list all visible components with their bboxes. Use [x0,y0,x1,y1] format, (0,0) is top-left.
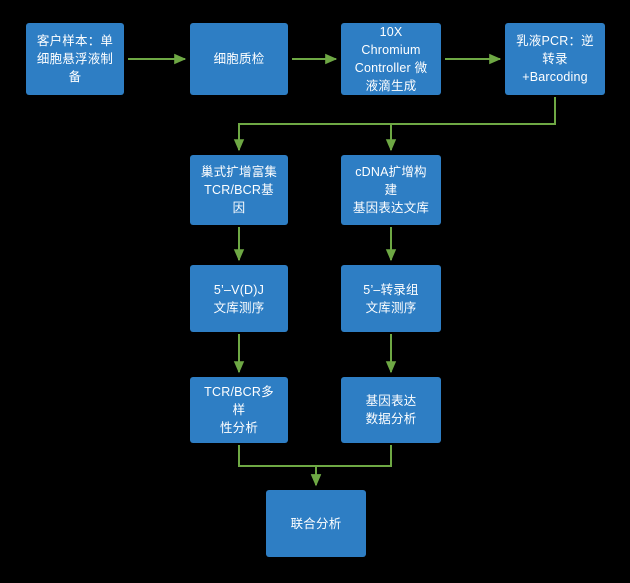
flow-node-label: cDNA扩增构建 基因表达文库 [352,165,430,215]
flow-node-n10[interactable]: 基因表达 数据分析 [341,377,441,443]
flow-node-label: 乳液PCR：逆 转录 +Barcoding [516,34,594,84]
flow-edge-n9-to-n11 [238,445,322,487]
flow-node-label: 客户样本：单 细胞悬浮液制 备 [36,34,114,84]
flow-edge-n4-to-n5 [233,97,556,152]
flow-node-n8[interactable]: 5’–转录组 文库测序 [341,265,441,332]
flow-node-n11[interactable]: 联合分析 [266,490,366,557]
flow-node-label: 联合分析 [290,516,342,531]
flow-node-label: 基因表达 数据分析 [365,394,417,426]
flow-node-n9[interactable]: TCR/BCR多样 性分析 [190,377,288,443]
flow-node-n2[interactable]: 细胞质检 [190,23,288,95]
flow-node-label: 细胞质检 [213,52,265,66]
flow-node-n3[interactable]: 10X Chromium Controller 微 液滴生成 [341,23,441,95]
flow-node-label: TCR/BCR多样 性分析 [204,385,274,435]
flow-node-n4[interactable]: 乳液PCR：逆 转录 +Barcoding [505,23,605,95]
flow-node-n7[interactable]: 5’–V(D)J 文库测序 [190,265,288,332]
flow-node-label: 10X Chromium Controller 微 液滴生成 [354,25,428,93]
flow-node-label: 巢式扩增富集 TCR/BCR基 因 [200,165,278,215]
flow-node-n1[interactable]: 客户样本：单 细胞悬浮液制 备 [26,23,124,95]
flow-node-label: 5’–转录组 文库测序 [363,282,419,315]
flow-edge-n4-to-n6 [385,97,556,152]
flow-node-label: 5’–V(D)J 文库测序 [213,282,265,315]
flow-node-n5[interactable]: 巢式扩增富集 TCR/BCR基 因 [190,155,288,225]
flow-node-n6[interactable]: cDNA扩增构建 基因表达文库 [341,155,441,225]
flow-edge-n10-to-n11 [310,445,392,487]
